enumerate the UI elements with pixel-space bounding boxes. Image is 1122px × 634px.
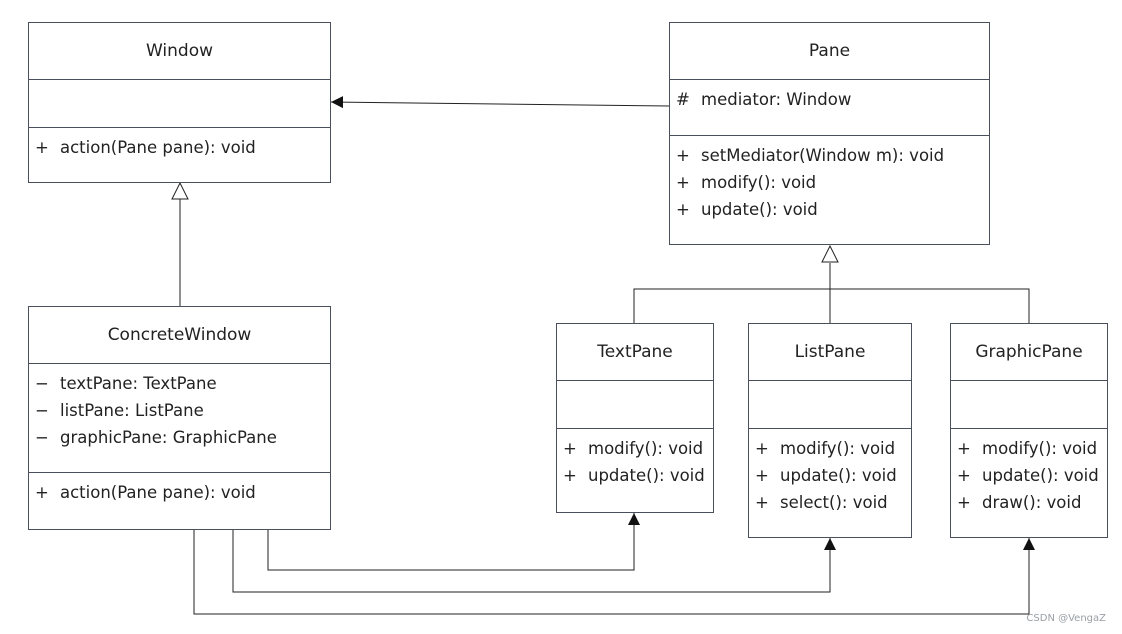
class-name: ConcreteWindow (29, 307, 330, 364)
methods-section: +action(Pane pane): void (29, 128, 330, 161)
attribute-row: −listPane: ListPane (35, 401, 204, 420)
method-row: +update(): void (676, 200, 818, 219)
inheritance-triangle-window (171, 181, 189, 200)
method-row: +modify(): void (957, 439, 1098, 458)
attributes-section (951, 381, 1107, 429)
methods-section: +modify(): void +update(): void +draw():… (951, 429, 1107, 516)
method-row: +update(): void (563, 466, 705, 485)
methods-section: +action(Pane pane): void (29, 473, 330, 506)
methods-section: +setMediator(Window m): void +modify(): … (670, 136, 989, 223)
attribute-row: −textPane: TextPane (35, 374, 217, 393)
class-concrete-window[interactable]: ConcreteWindow −textPane: TextPane −list… (28, 306, 331, 530)
attribute-row: −graphicPane: GraphicPane (35, 428, 277, 447)
attributes-section (557, 381, 713, 429)
class-pane[interactable]: Pane #mediator: Window +setMediator(Wind… (669, 22, 990, 245)
dependency-graphicpane (193, 529, 1035, 615)
attributes-section: #mediator: Window (670, 80, 989, 136)
class-window[interactable]: Window +action(Pane pane): void (28, 22, 331, 183)
inheritance-triangle-pane (821, 244, 839, 263)
class-name: Pane (670, 23, 989, 80)
class-name: GraphicPane (951, 324, 1107, 381)
method-row: +modify(): void (676, 173, 817, 192)
class-name: Window (29, 23, 330, 80)
class-name: ListPane (749, 324, 911, 381)
class-list-pane[interactable]: ListPane +modify(): void +update(): void… (748, 323, 912, 538)
method-row: +modify(): void (563, 439, 704, 458)
method-row: +modify(): void (755, 439, 896, 458)
methods-section: +modify(): void +update(): void +select(… (749, 429, 911, 516)
class-name: TextPane (557, 324, 713, 381)
method-row: +draw(): void (957, 493, 1082, 512)
class-text-pane[interactable]: TextPane +modify(): void +update(): void (556, 323, 714, 513)
method-row: +update(): void (755, 466, 897, 485)
attribute-row: #mediator: Window (676, 90, 852, 109)
dependency-listpane (232, 529, 836, 593)
dependency-textpane (267, 513, 640, 571)
method-row: +action(Pane pane): void (35, 483, 256, 502)
association-pane-window (330, 96, 670, 109)
method-row: +select(): void (755, 493, 888, 512)
generalization-panes-pane (633, 263, 1030, 323)
watermark: CSDN @VengaZ (1026, 613, 1106, 624)
attributes-section (749, 381, 911, 429)
method-row: +action(Pane pane): void (35, 138, 256, 157)
methods-section: +modify(): void +update(): void (557, 429, 713, 489)
method-row: +setMediator(Window m): void (676, 146, 945, 165)
attributes-section: −textPane: TextPane −listPane: ListPane … (29, 364, 330, 473)
method-row: +update(): void (957, 466, 1099, 485)
attributes-section (29, 80, 330, 128)
class-graphic-pane[interactable]: GraphicPane +modify(): void +update(): v… (950, 323, 1108, 538)
